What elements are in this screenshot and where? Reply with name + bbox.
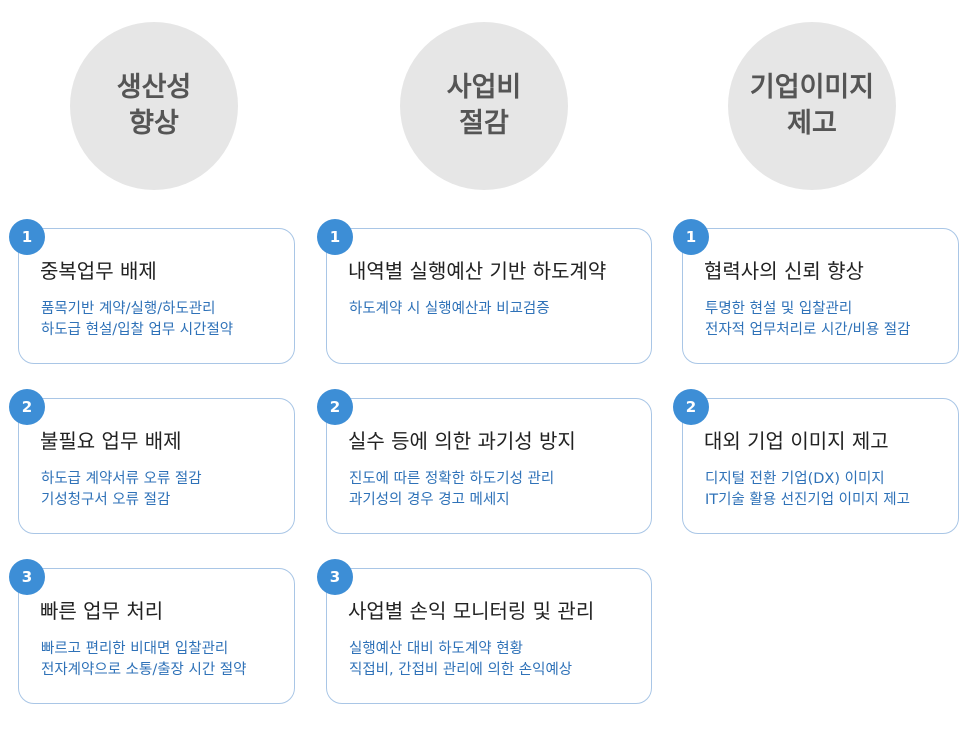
number-badge: 3 [9,559,45,595]
number-badge: 3 [317,559,353,595]
card-title: 사업별 손익 모니터링 및 관리 [348,599,595,623]
card-title: 불필요 업무 배제 [40,429,182,453]
card-description: 디지털 전환 기업(DX) 이미지 IT기술 활용 선진기업 이미지 제고 [705,471,910,508]
number-badge: 1 [317,219,353,255]
benefit-card: 2 불필요 업무 배제 하도급 계약서류 오류 절감 기성청구서 오류 절감 [9,389,295,534]
card-description: 빠르고 편리한 비대면 입찰관리 전자계약으로 소통/출장 시간 절약 [41,641,247,678]
number-badge: 1 [9,219,45,255]
card-description: 투명한 현설 및 입찰관리 전자적 업무처리로 시간/비용 절감 [705,301,911,338]
circle-title: 생산성 향상 [116,72,192,139]
circle-title: 기업이미지 제고 [749,72,875,139]
benefit-card: 1 내역별 실행예산 기반 하도계약 하도계약 시 실행예산과 비교검증 [317,219,652,364]
circle-corporate-image: 기업이미지 제고 [728,22,896,190]
card-description: 실행예산 대비 하도계약 현황 직접비, 간접비 관리에 의한 손익예상 [349,641,573,678]
number-badge: 2 [9,389,45,425]
card-title: 중복업무 배제 [40,259,157,283]
number-badge: 2 [317,389,353,425]
card-title: 빠른 업무 처리 [40,599,164,623]
card-description: 진도에 따른 정확한 하도기성 관리 과기성의 경우 경고 메세지 [349,471,555,508]
circle-title: 사업비 절감 [446,72,522,139]
benefit-card: 2 대외 기업 이미지 제고 디지털 전환 기업(DX) 이미지 IT기술 활용… [673,389,959,534]
benefit-card: 3 빠른 업무 처리 빠르고 편리한 비대면 입찰관리 전자계약으로 소통/출장… [9,559,295,704]
card-title: 대외 기업 이미지 제고 [704,429,889,453]
card-description: 하도계약 시 실행예산과 비교검증 [349,301,550,317]
circle-cost-reduction: 사업비 절감 [400,22,568,190]
card-description: 품목기반 계약/실행/하도관리 하도급 현설/입찰 업무 시간절약 [41,301,234,338]
benefit-card: 1 협력사의 신뢰 향상 투명한 현설 및 입찰관리 전자적 업무처리로 시간/… [673,219,959,364]
number-badge: 1 [673,219,709,255]
card-title: 실수 등에 의한 과기성 방지 [348,429,576,453]
number-badge: 2 [673,389,709,425]
benefit-card: 3 사업별 손익 모니터링 및 관리 실행예산 대비 하도계약 현황 직접비, … [317,559,652,704]
benefit-card: 2 실수 등에 의한 과기성 방지 진도에 따른 정확한 하도기성 관리 과기성… [317,389,652,534]
card-title: 협력사의 신뢰 향상 [704,259,864,283]
card-description: 하도급 계약서류 오류 절감 기성청구서 오류 절감 [41,471,202,508]
circle-productivity: 생산성 향상 [70,22,238,190]
benefit-card: 1 중복업무 배제 품목기반 계약/실행/하도관리 하도급 현설/입찰 업무 시… [9,219,295,364]
card-title: 내역별 실행예산 기반 하도계약 [348,259,607,283]
